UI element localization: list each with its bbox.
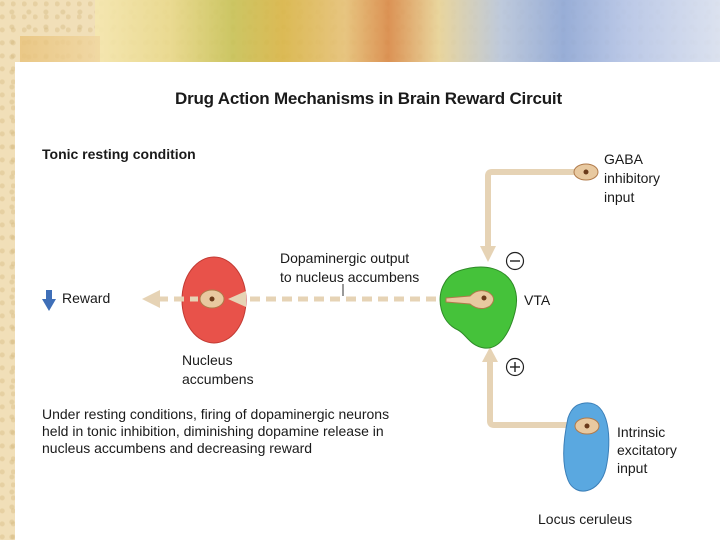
dopaminergic-output-label: Dopaminergic output to nucleus accumbens	[280, 250, 420, 285]
slide-title: Drug Action Mechanisms in Brain Reward C…	[175, 89, 562, 108]
dopamine-input-arrowhead	[228, 291, 246, 307]
locus-ceruleus-pathway	[482, 347, 578, 428]
reward-output-pathway	[142, 290, 198, 308]
gaba-pathway	[480, 163, 599, 262]
reward-label: Reward	[62, 290, 111, 306]
locus-ceruleus-label: Locus ceruleus	[538, 511, 633, 527]
dopaminergic-pathway	[250, 284, 440, 302]
locus-ceruleus-shape	[563, 402, 610, 492]
minus-circle-icon	[505, 251, 525, 271]
vta-label: VTA	[524, 292, 551, 308]
decorative-banner-left	[20, 36, 100, 62]
gaba-input-label: GABA inhibitory input	[604, 151, 661, 205]
intrinsic-input-label: Intrinsic excitatory input	[617, 424, 677, 476]
decorative-banner	[95, 0, 720, 62]
slide-caption: Under resting conditions, firing of dopa…	[42, 406, 390, 456]
slide-subtitle: Tonic resting condition	[42, 146, 196, 162]
vta-neuron-body	[445, 290, 494, 310]
down-arrow-icon	[42, 290, 56, 311]
nucleus-accumbens-label: Nucleus accumbens	[182, 352, 254, 387]
plus-circle-icon	[505, 357, 525, 377]
